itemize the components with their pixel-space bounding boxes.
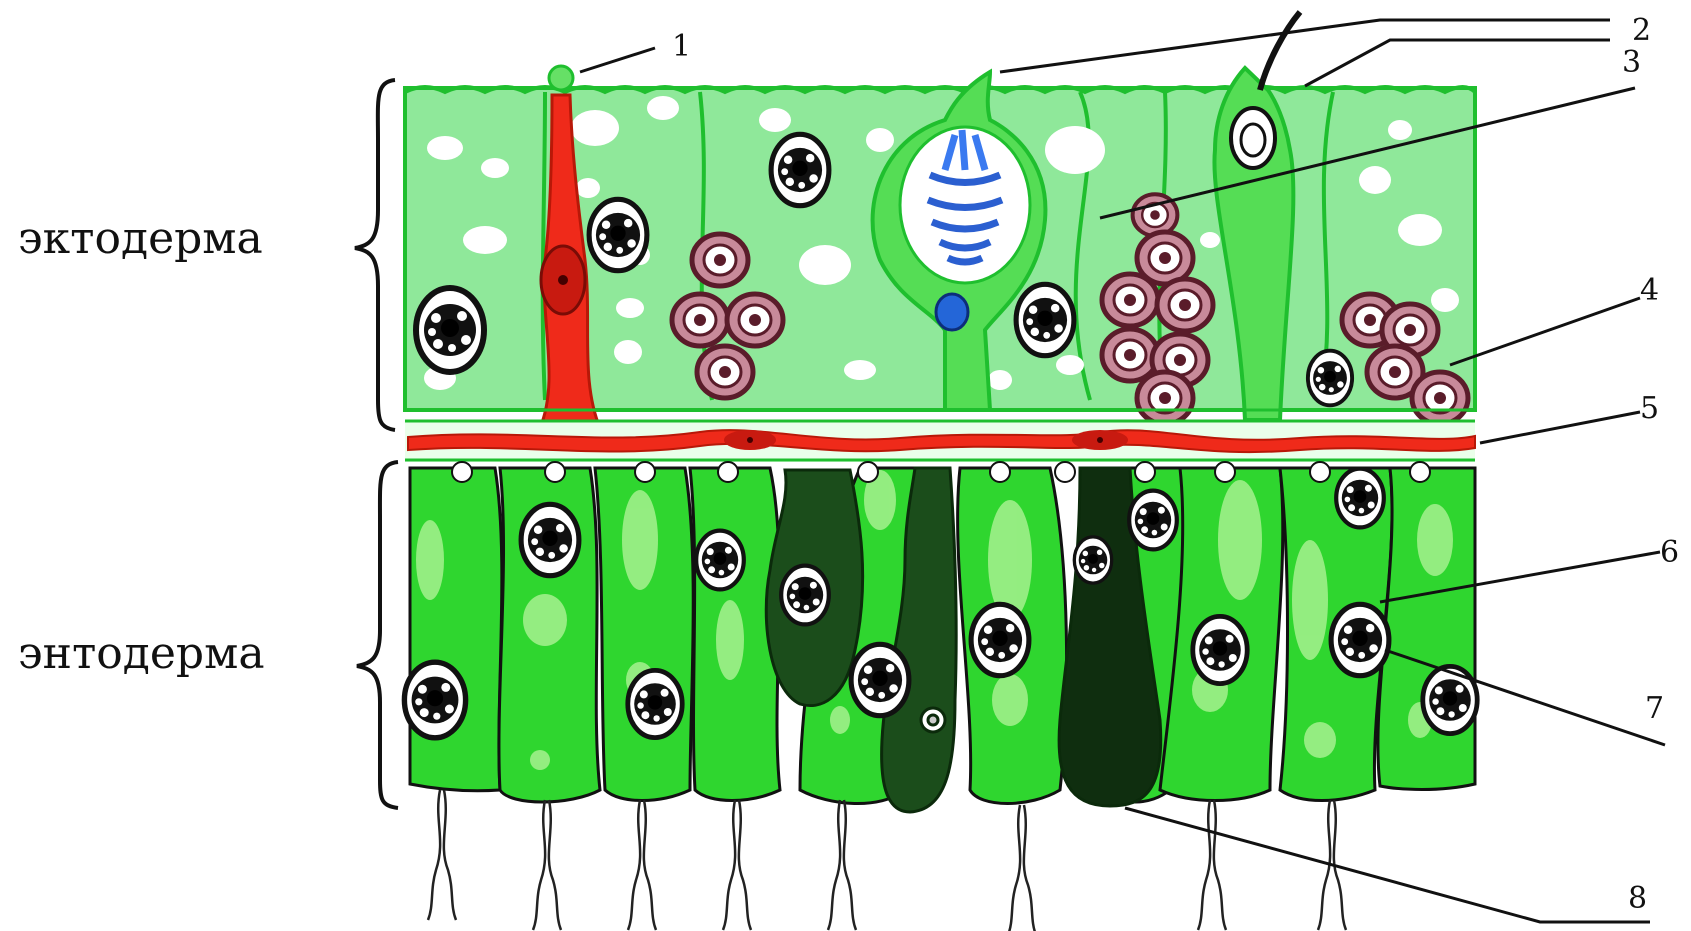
ectoderm-layer — [405, 12, 1475, 428]
leader-8 — [1125, 808, 1650, 922]
cnidoblast-nucleus — [936, 294, 968, 330]
leader-2b — [1305, 40, 1610, 86]
marker-7: 7 — [1645, 691, 1664, 726]
marker-6: 6 — [1660, 535, 1679, 570]
ectoderm-label: эктодерма — [18, 213, 263, 264]
marker-8: 8 — [1628, 881, 1647, 916]
flagella — [428, 790, 1346, 931]
mesoglea — [405, 420, 1475, 462]
endoderm-label: энтодерма — [18, 628, 265, 679]
sensory-hair — [1260, 12, 1300, 90]
marker-4: 4 — [1640, 273, 1659, 308]
endoderm-brace — [357, 462, 398, 808]
leader-2 — [1000, 20, 1610, 72]
leader-4 — [1450, 298, 1640, 365]
marker-3: 3 — [1622, 45, 1641, 80]
leader-5 — [1480, 412, 1640, 443]
leader-1 — [580, 48, 655, 72]
marker-2: 2 — [1632, 13, 1651, 48]
ectoderm-brace — [355, 80, 395, 430]
marker-1: 1 — [672, 29, 691, 64]
marker-5: 5 — [1640, 391, 1659, 426]
